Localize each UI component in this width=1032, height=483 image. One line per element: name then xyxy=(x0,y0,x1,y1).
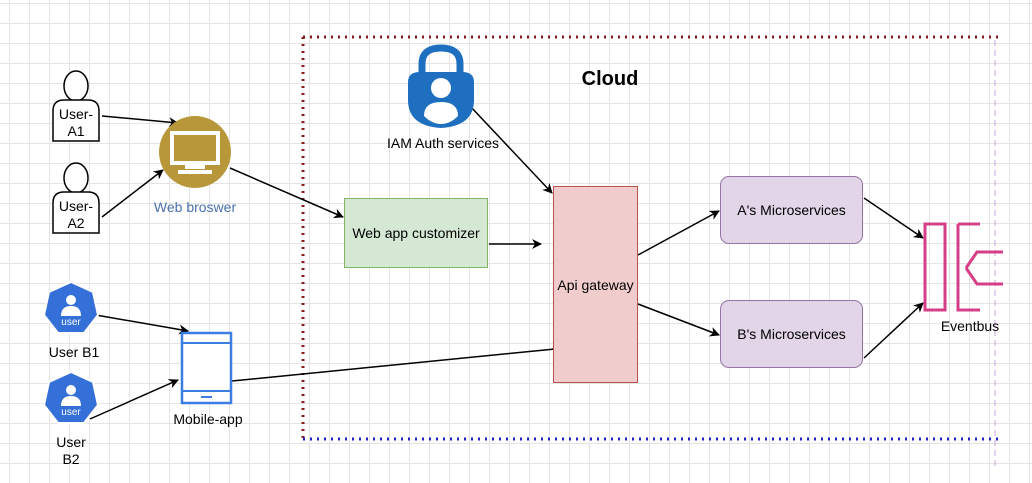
arrow-b1-mobile xyxy=(89,313,189,335)
eventbus-label: Eventbus xyxy=(940,318,1000,334)
b-microservices-box: B's Microservices xyxy=(720,300,863,368)
web-app-customizer-label: Web app customizer xyxy=(352,225,480,241)
arrow-a-eventbus xyxy=(863,197,924,239)
api-gateway-box: Api gateway xyxy=(553,186,638,383)
b-microservices-label: B's Microservices xyxy=(737,326,846,342)
user-b2-badge-text: user xyxy=(61,407,81,418)
arrow-a1-browser xyxy=(101,115,179,128)
a-microservices-label: A's Microservices xyxy=(737,202,846,218)
web-browser-label: Web broswer xyxy=(153,199,237,215)
a-microservices-box: A's Microservices xyxy=(720,176,863,244)
arrow-browser-webapp xyxy=(229,167,344,219)
arrow-mobile-gateway xyxy=(231,343,566,382)
iam-label: IAM Auth services xyxy=(386,135,500,151)
cloud-title: Cloud xyxy=(581,68,639,90)
arrow-b2-mobile xyxy=(89,379,179,420)
arrow-gateway-b xyxy=(637,303,720,337)
user-b2-label: User B2 xyxy=(56,434,86,467)
arrow-a2-browser xyxy=(101,169,164,218)
api-gateway-label: Api gateway xyxy=(557,276,634,293)
arrow-iam-gateway xyxy=(469,105,553,194)
web-app-customizer-box: Web app customizer xyxy=(344,198,488,268)
mobile-app-label: Mobile-app xyxy=(173,411,243,427)
user-b1-badge-text: user xyxy=(61,317,81,328)
user-b1-label: User B1 xyxy=(48,344,100,360)
user-a1-label: User- A1 xyxy=(58,106,94,139)
arrow-b-eventbus xyxy=(863,302,924,359)
arrow-gateway-a xyxy=(637,210,720,256)
user-a2-label: User- A2 xyxy=(58,198,94,231)
